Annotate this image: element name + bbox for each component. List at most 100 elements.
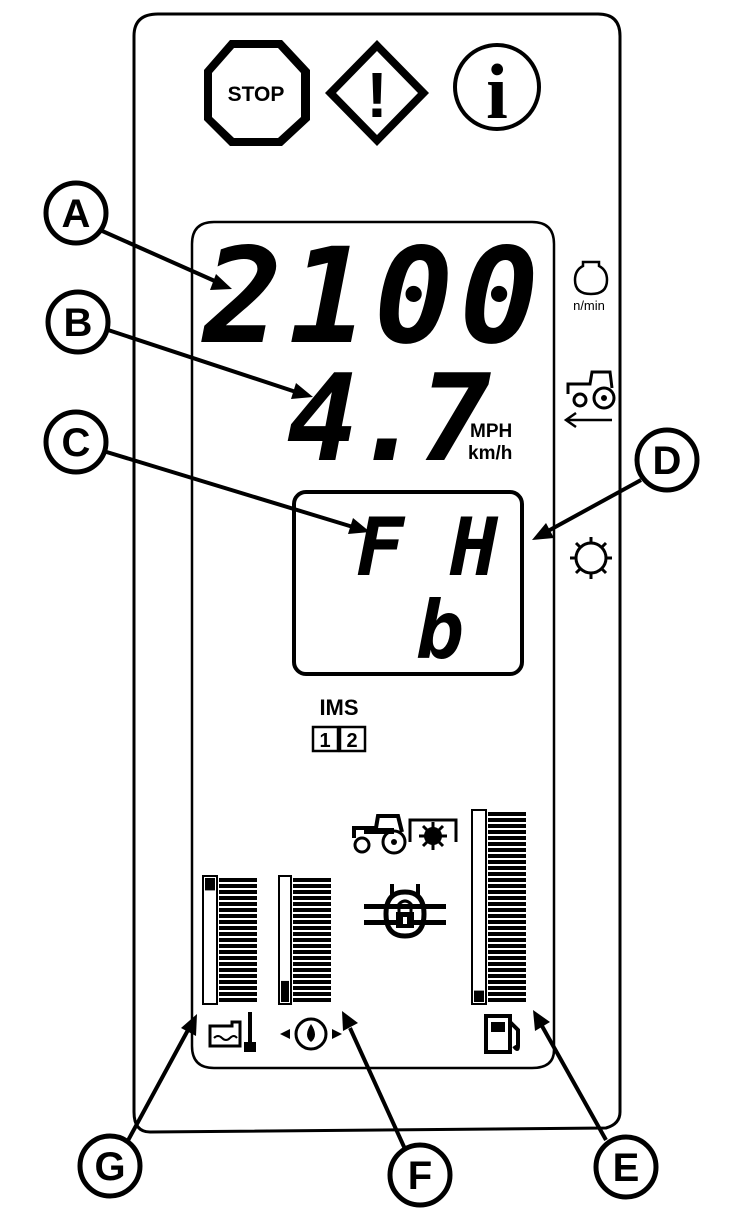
coolant-temperature-segment-2 [219, 884, 257, 888]
transmission-oil-gauge [278, 875, 331, 1005]
pto-clutch-icon [408, 818, 458, 850]
fuel-segment-20 [488, 926, 526, 930]
coolant-temperature-segment-6 [219, 908, 257, 912]
transmission-oil-level [281, 980, 289, 1002]
fuel-pump-icon [484, 1014, 520, 1054]
transmission-oil-segment-14 [293, 956, 331, 960]
ims-label: IMS [319, 695, 358, 720]
transmission-oil-segment-21 [293, 998, 331, 1002]
transmission-oil-segment-13 [293, 950, 331, 954]
fuel-segment-2 [488, 818, 526, 822]
callout-c: C [43, 409, 109, 475]
callout-f: F [387, 1142, 453, 1208]
transmission-oil-track [278, 875, 292, 1005]
coolant-temperature-segment-21 [219, 998, 257, 1002]
transmission-oil-segment-5 [293, 902, 331, 906]
callout-d: D [634, 427, 700, 493]
coolant-temperature-segment-3 [219, 890, 257, 894]
tractor-speed-icon [563, 370, 616, 429]
fuel-segment-26 [488, 962, 526, 966]
coolant-temperature-segment-12 [219, 944, 257, 948]
fuel-segment-21 [488, 932, 526, 936]
rpm-unit-label: n/min [573, 298, 605, 313]
info-icon: i [453, 43, 541, 135]
fuel-segment-13 [488, 884, 526, 888]
fuel-segment-7 [488, 848, 526, 852]
transmission-oil-segment-6 [293, 908, 331, 912]
coolant-temperature-segment-4 [219, 896, 257, 900]
transmission-oil-segment-16 [293, 968, 331, 972]
fuel-segment-11 [488, 872, 526, 876]
fuel-track [471, 809, 487, 1005]
transmission-oil-segment-12 [293, 944, 331, 948]
callout-b: B [45, 289, 111, 355]
fuel-segment-5 [488, 836, 526, 840]
fuel-segment-31 [488, 992, 526, 996]
callout-e-label: E [613, 1146, 640, 1190]
fuel-segment-16 [488, 902, 526, 906]
transmission-oil-icon [280, 1017, 342, 1051]
coolant-temperature-segment-7 [219, 914, 257, 918]
transmission-oil-segment-18 [293, 980, 331, 984]
fuel-segment-24 [488, 950, 526, 954]
coolant-temperature-segment-5 [219, 902, 257, 906]
callout-f-label: F [408, 1154, 432, 1198]
speed-unit-kmh: km/h [468, 443, 512, 464]
fuel-segment-32 [488, 998, 526, 1002]
transmission-oil-segment-19 [293, 986, 331, 990]
coolant-temperature-segment-10 [219, 932, 257, 936]
ims-2: 2 [346, 730, 357, 752]
fuel-segment-4 [488, 830, 526, 834]
fuel-segment-27 [488, 968, 526, 972]
ims-1: 1 [319, 730, 330, 752]
coolant-temperature-segment-11 [219, 938, 257, 942]
coolant-temperature-segment-8 [219, 920, 257, 924]
ims-indicator: IMS 1 2 [311, 695, 367, 753]
fuel-segment-28 [488, 974, 526, 978]
fuel-segment-15 [488, 896, 526, 900]
fuel-segment-23 [488, 944, 526, 948]
coolant-temperature-segment-9 [219, 926, 257, 930]
transmission-oil-segment-17 [293, 974, 331, 978]
tractor-icon [352, 814, 407, 855]
fuel-segment-8 [488, 854, 526, 858]
coolant-temperature-segment-17 [219, 974, 257, 978]
fuel-segment-19 [488, 920, 526, 924]
warning-symbol: ! [366, 59, 387, 131]
callout-e: E [593, 1134, 659, 1200]
fuel-segment-10 [488, 866, 526, 870]
coolant-temperature-segment-15 [219, 962, 257, 966]
transmission-oil-segment-9 [293, 926, 331, 930]
stop-sign-icon: STOP [204, 40, 310, 146]
transmission-oil-segment-8 [293, 920, 331, 924]
callout-d-label: D [653, 439, 682, 483]
transmission-oil-segment-10 [293, 932, 331, 936]
coolant-temperature-track [202, 875, 218, 1005]
callout-a-label: A [62, 192, 91, 236]
fuel-segment-30 [488, 986, 526, 990]
fuel-segment-1 [488, 812, 526, 816]
coolant-temperature-segment-18 [219, 980, 257, 984]
coolant-temperature-segment-14 [219, 956, 257, 960]
engine-speed-icon: n/min [573, 260, 609, 313]
coolant-temperature-segment-20 [219, 992, 257, 996]
differential-lock-icon [364, 884, 446, 939]
engine-rpm-readout: 2100 [201, 220, 545, 374]
warning-icon: ! [325, 40, 429, 146]
transmission-oil-segment-3 [293, 890, 331, 894]
fuel-segment-9 [488, 860, 526, 864]
fuel-segment-22 [488, 938, 526, 942]
callout-g-label: G [94, 1145, 125, 1189]
coolant-temperature-segment-13 [219, 950, 257, 954]
fuel-segment-18 [488, 914, 526, 918]
coolant-temperature-level [205, 878, 215, 891]
info-symbol: i [486, 48, 508, 135]
transmission-oil-segment-15 [293, 962, 331, 966]
transmission-oil-segment-2 [293, 884, 331, 888]
display-area [190, 220, 556, 1070]
fuel-segment-29 [488, 980, 526, 984]
callout-a: A [43, 180, 109, 246]
fuel-bar-segments [488, 812, 526, 1002]
fuel-segment-12 [488, 878, 526, 882]
